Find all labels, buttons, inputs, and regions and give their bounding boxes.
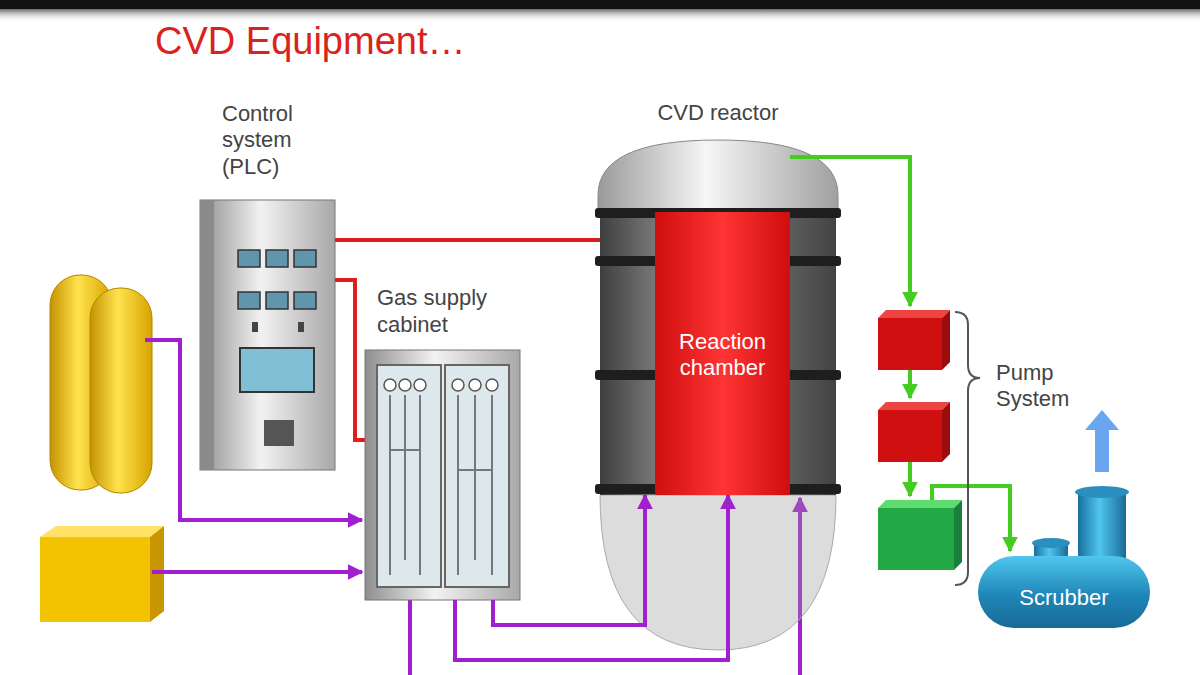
gas-line bbox=[152, 570, 362, 574]
node-heading: Control system (PLC) bbox=[222, 101, 340, 180]
pump-side bbox=[942, 310, 950, 370]
scrubber-stack bbox=[1078, 492, 1126, 564]
control-cabinet-body bbox=[200, 200, 335, 470]
connector bbox=[335, 238, 600, 242]
control-cabinet: Control system (PLC) bbox=[200, 200, 335, 470]
reactor-body bbox=[600, 212, 836, 495]
top-bar bbox=[0, 0, 1200, 9]
node-label: Reaction chamber bbox=[659, 329, 786, 382]
reactor-top-dome bbox=[598, 140, 838, 215]
pump bbox=[878, 508, 954, 570]
pump bbox=[878, 410, 942, 462]
pump-top bbox=[878, 402, 950, 410]
precursor-box bbox=[40, 537, 150, 622]
page-title: CVD Equipment… bbox=[155, 20, 465, 63]
exhaust-arrow-head bbox=[1085, 410, 1119, 430]
gas-piping bbox=[390, 395, 492, 575]
connector bbox=[455, 495, 728, 660]
gas-cabinet-body bbox=[365, 350, 520, 600]
scrubber-stack-lip bbox=[1075, 486, 1129, 498]
pressure-gauge bbox=[384, 379, 498, 391]
pump bbox=[878, 318, 942, 370]
node-label: Scrubber bbox=[982, 585, 1146, 611]
glass-door bbox=[445, 365, 509, 587]
control-screens bbox=[238, 250, 316, 309]
pump-top bbox=[878, 310, 950, 318]
exhaust-arrow bbox=[1095, 428, 1109, 472]
bracket bbox=[955, 312, 980, 585]
vent bbox=[264, 420, 294, 446]
exhaust-line bbox=[790, 157, 1010, 551]
scrubber-port-lip bbox=[1032, 538, 1070, 548]
control-display bbox=[240, 348, 314, 392]
gas-supply-cabinet: Gas supply cabinet bbox=[365, 350, 520, 600]
pump-side bbox=[942, 402, 950, 462]
connector bbox=[335, 280, 365, 440]
node-heading: Gas supply cabinet bbox=[377, 285, 522, 338]
group-label: Pump System bbox=[996, 360, 1101, 413]
glass-door bbox=[377, 365, 441, 587]
control-cabinet-side bbox=[200, 200, 214, 470]
cvd-reactor: CVD reactorReaction chamber bbox=[600, 140, 836, 495]
node-heading: CVD reactor bbox=[600, 100, 836, 126]
gas-cylinder bbox=[90, 288, 152, 493]
pump-top bbox=[878, 500, 962, 508]
gas-line bbox=[408, 600, 412, 675]
pump-side bbox=[954, 500, 962, 570]
switch bbox=[252, 322, 258, 332]
reactor-flange bbox=[595, 208, 841, 494]
connector bbox=[493, 495, 645, 625]
reaction-chamber: Reaction chamber bbox=[655, 212, 790, 495]
precursor-box-top bbox=[40, 526, 164, 537]
switch bbox=[298, 322, 304, 332]
scrubber: Scrubber bbox=[978, 556, 1150, 628]
